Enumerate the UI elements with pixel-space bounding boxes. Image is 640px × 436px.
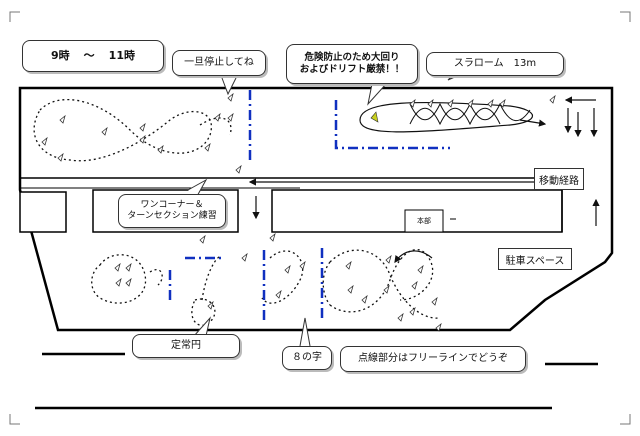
course-outer-boundary [18, 86, 614, 332]
figure-eight-callout: ８の字 [282, 346, 332, 370]
free-line-callout: 点線部分はフリーラインでどうぞ [340, 346, 526, 372]
office-label: 本部 [405, 210, 443, 232]
stop-callout: 一旦停止してね [172, 50, 266, 76]
move-route-label: 移動経路 [534, 168, 584, 190]
fixed-circle-callout: 定常円 [132, 334, 240, 358]
arrow-icon [248, 96, 600, 263]
dotted-paths [33, 98, 441, 326]
stop-callout-text: 一旦停止してね [184, 56, 254, 68]
parking-space-label: 駐車スペース [498, 248, 572, 270]
free-line-callout-text: 点線部分はフリーラインでどうぞ [358, 352, 508, 364]
bubble-pointers [187, 71, 467, 347]
slalom-callout-text: スラローム 13m [453, 57, 537, 69]
time-start: 9時 [51, 49, 70, 63]
time-range-bubble: 9時 ～ 11時 [22, 40, 164, 72]
slalom-course [359, 101, 533, 133]
danger-callout-line1: 危険防止のため大回り [304, 52, 400, 64]
slalom-callout: スラローム 13m [426, 52, 564, 76]
danger-callout-line2: およびドリフト厳禁！！ [299, 64, 405, 75]
danger-callout: 危険防止のため大回り およびドリフト厳禁！！ [286, 44, 418, 84]
office-box [404, 209, 444, 233]
fixed-circle-callout-text: 定常円 [171, 339, 201, 351]
one-corner-callout: ワンコーナー＆ ターンセクション練習 [118, 194, 226, 228]
parking-space-text: 駐車スペース [505, 255, 565, 267]
building-left [19, 191, 67, 233]
one-corner-callout-text: ワンコーナー＆ ターンセクション練習 [127, 199, 217, 221]
time-end: 11時 [108, 49, 135, 63]
move-route-text: 移動経路 [539, 175, 579, 187]
time-separator: ～ [83, 49, 95, 63]
office-text: 本部 [417, 217, 431, 225]
blue-guide-lines [168, 90, 450, 322]
figure-eight-callout-text: ８の字 [292, 351, 322, 363]
